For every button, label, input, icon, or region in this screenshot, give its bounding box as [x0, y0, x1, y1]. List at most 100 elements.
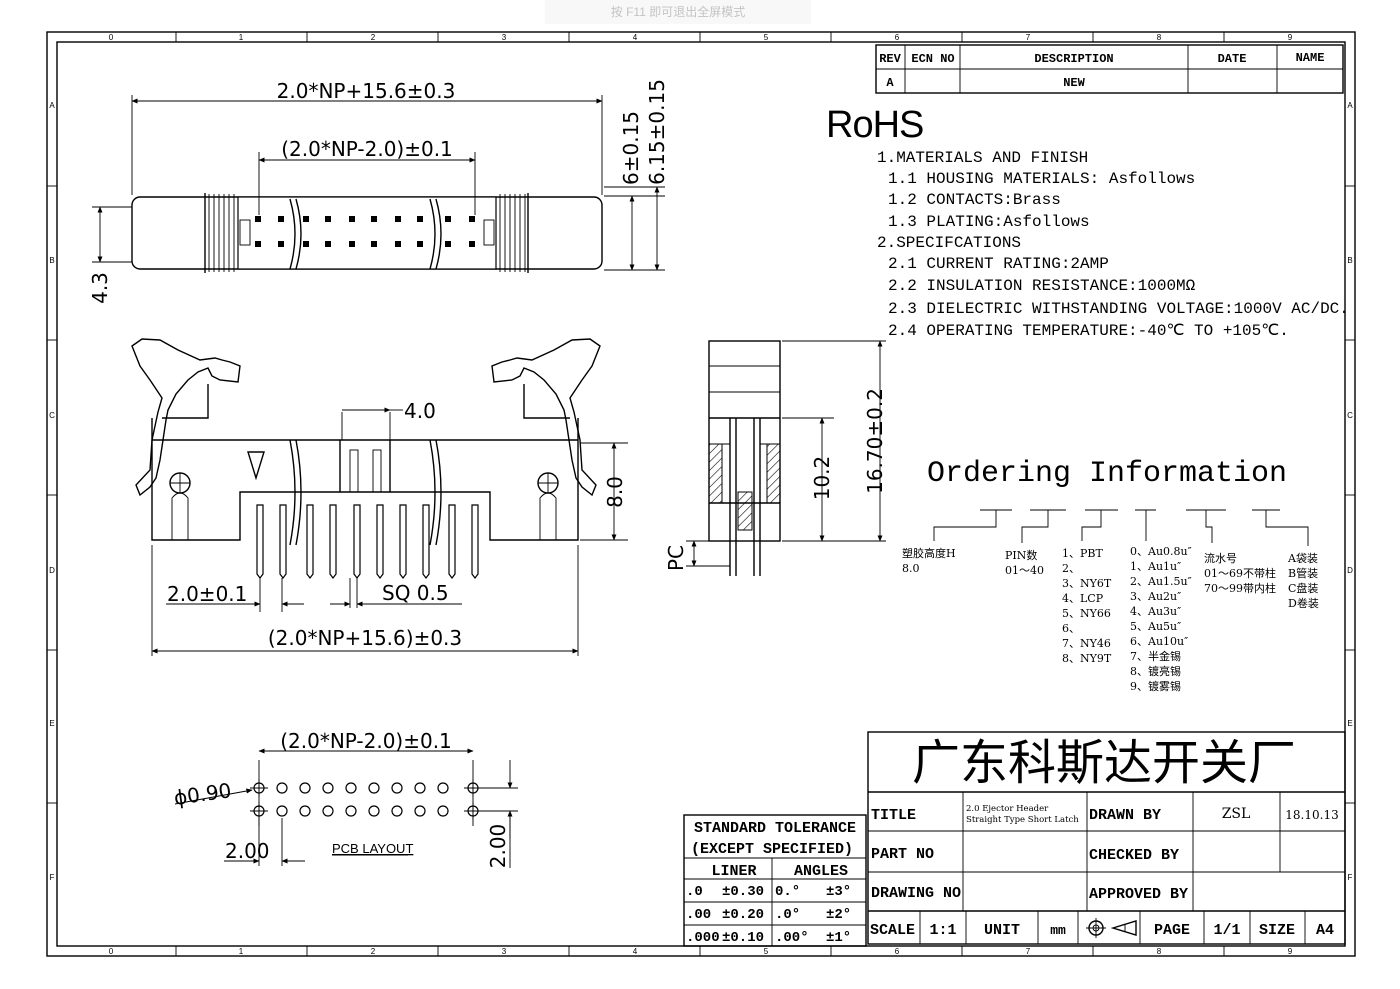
- border-column-label: 5: [764, 947, 769, 956]
- revision-table: REV ECN NO DESCRIPTION DATE NAME A NEW: [875, 44, 1344, 94]
- border-column-label: 0: [109, 33, 114, 42]
- front-sq-dim: SQ 0.5: [382, 581, 449, 605]
- drawn-by-label: DRAWN BY: [1089, 807, 1161, 824]
- tolerance-linear-tol: ±0.20: [722, 907, 764, 923]
- ordering-option: 1、Au1u″: [1130, 560, 1181, 573]
- ordering-option: D卷装: [1288, 596, 1319, 610]
- ordering-option: B管装: [1288, 566, 1318, 580]
- ordering-option: 01～40: [1005, 564, 1044, 577]
- border-column-label: 8: [1157, 33, 1162, 42]
- note-line: 2.1 CURRENT RATING:2AMP: [888, 255, 1109, 273]
- title-value-line-2: Straight Type Short Latch: [966, 815, 1079, 825]
- pin-square: [278, 216, 284, 222]
- ordering-option: 8、NY9T: [1062, 652, 1112, 665]
- ordering-option: 70～99带内柱: [1204, 581, 1276, 595]
- contact-pin: [306, 504, 314, 579]
- border-column-label: 7: [1026, 947, 1031, 956]
- ordering-option: 7、半金锡: [1130, 649, 1181, 663]
- pcb-hole: [391, 805, 403, 817]
- border-column-label: 1: [239, 947, 244, 956]
- tolerance-angle-tol: ±3°: [826, 884, 851, 900]
- pcb-hole: [368, 805, 380, 817]
- ordering-option: 3、NY6T: [1062, 577, 1112, 590]
- title-value-line-1: 2.0 Ejector Header: [966, 804, 1049, 814]
- size-label: SIZE: [1259, 922, 1295, 939]
- tolerance-angle-value: 0.°: [775, 884, 800, 900]
- note-line: 1.3 PLATING:Asfollows: [888, 213, 1090, 231]
- border-row-label: D: [1347, 566, 1353, 575]
- border-column-label: 9: [1288, 33, 1293, 42]
- pin-square: [417, 216, 423, 222]
- drawing-no-label: DRAWING NO: [871, 885, 961, 902]
- pcb-layout: (2.0*NP-2.0)±0.1 ϕ0.90 2.00 2.00 PCB LAY…: [172, 729, 518, 868]
- front-pitch-dim: 2.0±0.1: [167, 582, 247, 606]
- tolerance-angles-header: ANGLES: [794, 863, 848, 880]
- front-view: 4.0 8.0 2.0±0.1 SQ 0.5 (2.0*NP+15.6)±0.3: [131, 338, 628, 656]
- drawn-date-value: 18.10.13: [1285, 808, 1338, 822]
- pcb-hole: [437, 805, 449, 817]
- pin-square: [469, 216, 475, 222]
- pin-square: [395, 241, 401, 247]
- border-column-label: 8: [1157, 947, 1162, 956]
- pin-square: [445, 216, 451, 222]
- border-column-label: 2: [371, 33, 376, 42]
- tolerance-linear-value: .0: [686, 884, 703, 900]
- pin-square: [255, 241, 261, 247]
- note-line: 2.2 INSULATION RESISTANCE:1000MΩ: [888, 277, 1196, 295]
- tolerance-angle-tol: ±1°: [826, 930, 851, 946]
- top-height-a-dim: 6±0.15: [619, 111, 643, 185]
- tolerance-title-1: STANDARD TOLERANCE: [694, 820, 856, 837]
- border-column-label: 3: [502, 33, 507, 42]
- border-row-label: B: [1347, 256, 1352, 265]
- size-value: A4: [1316, 922, 1334, 939]
- pcb-hole: [368, 782, 380, 794]
- pcb-hole: [276, 782, 288, 794]
- pin-square: [349, 241, 355, 247]
- rev-header-date: DATE: [1218, 52, 1247, 66]
- pin-square: [325, 216, 331, 222]
- border-column-label: 5: [764, 33, 769, 42]
- contact-pin: [422, 504, 430, 579]
- scale-label: SCALE: [870, 922, 915, 939]
- tolerance-table: STANDARD TOLERANCE (EXCEPT SPECIFIED) LI…: [683, 814, 867, 947]
- approved-by-label: APPROVED BY: [1089, 886, 1188, 903]
- side-pc-dim: PC: [664, 545, 688, 571]
- pcb-hole: [299, 805, 311, 817]
- pin-square: [417, 241, 423, 247]
- border-row-label: C: [1347, 411, 1353, 420]
- border-column-label: 6: [895, 947, 900, 956]
- pin-square: [445, 241, 451, 247]
- checked-by-label: CHECKED BY: [1089, 847, 1179, 864]
- border-row-label: A: [1347, 101, 1353, 110]
- border-column-label: 7: [1026, 33, 1031, 42]
- pin-square: [371, 241, 377, 247]
- ordering-option: 9、镀雾锡: [1130, 679, 1181, 693]
- material-notes: 1.MATERIALS AND FINISH 1.1 HOUSING MATER…: [877, 149, 1349, 340]
- pcb-span-dim: (2.0*NP-2.0)±0.1: [280, 729, 452, 753]
- pcb-hole: [345, 782, 357, 794]
- title-label: TITLE: [871, 807, 916, 824]
- ordering-option: 0、Au0.8u″: [1130, 545, 1192, 558]
- pin-square: [325, 241, 331, 247]
- border-column-label: 4: [633, 947, 638, 956]
- rev-header-description: DESCRIPTION: [1034, 52, 1113, 66]
- rev-header-rev: REV: [879, 52, 901, 66]
- border-column-label: 3: [502, 947, 507, 956]
- pin-square: [255, 216, 261, 222]
- ordering-option: 3、Au2u″: [1130, 590, 1181, 603]
- border-column-label: 1: [239, 33, 244, 42]
- company-name: 广东科斯达开关厂: [912, 735, 1296, 791]
- front-pin-box-dim: 4.0: [404, 399, 436, 423]
- top-view: 2.0*NP+15.6±0.3 (2.0*NP-2.0)±0.1 6±0.15 …: [88, 79, 669, 304]
- ordering-option: PIN数: [1005, 549, 1037, 562]
- pcb-hole-dim: ϕ0.90: [172, 778, 233, 810]
- contact-pin: [256, 504, 264, 579]
- ordering-option: 7、NY46: [1062, 637, 1111, 650]
- pcb-hole: [299, 782, 311, 794]
- border-row-label: B: [49, 256, 54, 265]
- contact-pin: [279, 504, 287, 579]
- side-height-dim: 16.70±0.2: [863, 388, 887, 494]
- border-row-label: F: [1348, 873, 1353, 882]
